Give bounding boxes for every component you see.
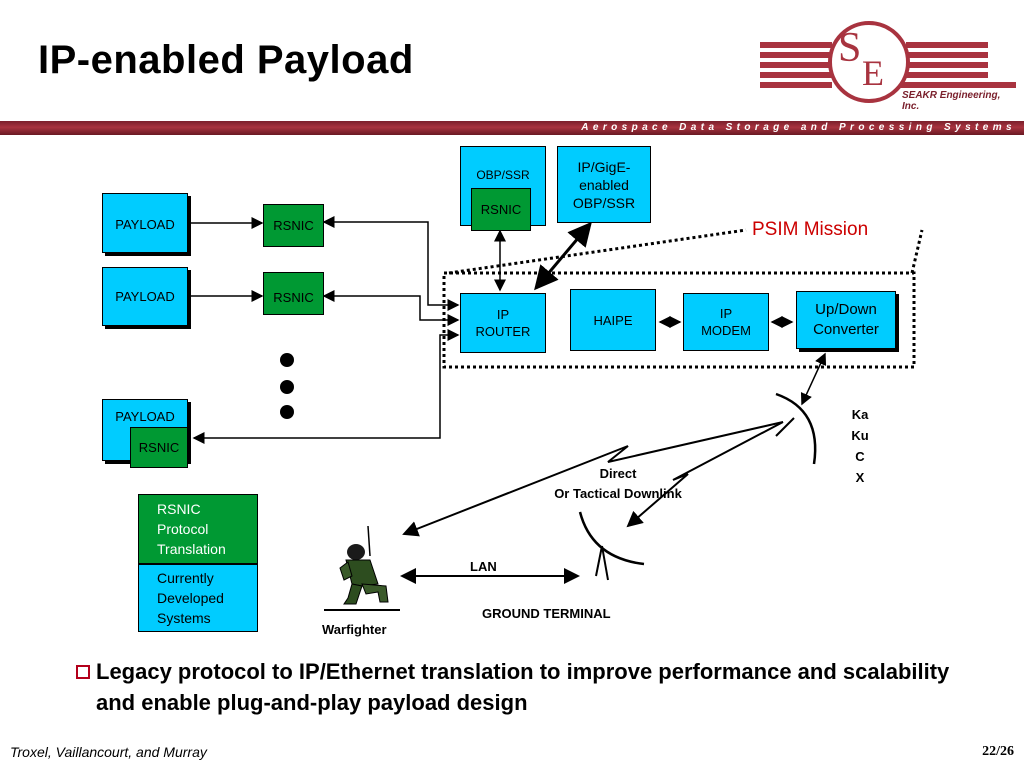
bullet-box-icon <box>76 665 90 679</box>
legend-current-systems: Currently Developed Systems <box>138 564 258 632</box>
rsnic-label: RSNIC <box>273 218 314 233</box>
ip-router-box: IP ROUTER <box>460 293 546 353</box>
payload-label: PAYLOAD <box>115 289 175 304</box>
psim-mission-label: PSIM Mission <box>752 219 869 240</box>
legend-cyan-line-1: Currently <box>157 570 214 586</box>
ip-gige-line-3: OBP/SSR <box>572 194 636 211</box>
footer-authors: Troxel, Vaillancourt, and Murray <box>10 744 207 760</box>
ip-modem-line-2: MODEM <box>701 323 751 338</box>
ground-dish-icon <box>578 511 645 581</box>
soldier-icon <box>324 525 400 611</box>
company-logo: S E SEAKR Engineering, Inc. <box>758 20 1018 112</box>
bullet-text: Legacy protocol to IP/Ethernet translati… <box>96 659 950 715</box>
logo-letter-e: E <box>862 53 884 93</box>
band-x: X <box>855 470 865 485</box>
ip-gige-obp-box: IP/GigE- enabled OBP/SSR <box>557 146 651 223</box>
bullet-point: Legacy protocol to IP/Ethernet translati… <box>76 656 976 718</box>
band-ku: Ku <box>851 428 869 443</box>
ip-router-line-1: IP <box>496 307 510 322</box>
rsnic-label: RSNIC <box>480 202 522 217</box>
payload-box-2: PAYLOAD <box>102 267 188 326</box>
logo-stripes-icon <box>760 21 1016 103</box>
legend-cyan-line-2: Developed <box>157 590 224 606</box>
payload-label: PAYLOAD <box>115 217 175 232</box>
legend-green-line-1: RSNIC <box>157 501 201 517</box>
obp-ssr-label: OBP/SSR <box>476 168 530 182</box>
logo-letter-s: S <box>838 25 862 71</box>
band-list: Ka Ku C X <box>842 404 878 488</box>
rsnic-box-3: RSNIC <box>130 427 188 468</box>
updown-line-1: Up/Down <box>815 301 877 318</box>
band-c: C <box>855 449 865 464</box>
updown-line-2: Converter <box>813 321 879 338</box>
company-name: SEAKR Engineering, Inc. <box>902 90 1001 112</box>
rsnic-box-2: RSNIC <box>263 272 324 315</box>
downlink-line-2: Or Tactical Downlink <box>554 486 682 501</box>
payload-box-1: PAYLOAD <box>102 193 188 253</box>
page-number: 22/26 <box>982 744 1014 759</box>
legend-rsnic-translation: RSNIC Protocol Translation <box>138 494 258 564</box>
band-ka: Ka <box>851 407 869 422</box>
downlink-line-1: Direct <box>599 466 637 481</box>
page-title: IP-enabled Payload <box>38 38 414 82</box>
ground-terminal-label: GROUND TERMINAL <box>482 606 611 621</box>
obp-rsnic-box: RSNIC <box>471 188 531 231</box>
downlink-label: Direct Or Tactical Downlink <box>528 464 708 504</box>
header-band <box>0 121 1024 135</box>
tagline: Aerospace Data Storage and Processing Sy… <box>581 122 1016 133</box>
legend-green-line-2: Protocol <box>157 521 209 537</box>
rsnic-label: RSNIC <box>138 440 180 455</box>
lan-link <box>400 568 580 584</box>
ip-modem-box: IP MODEM <box>683 293 769 351</box>
warfighter-label: Warfighter <box>322 622 387 637</box>
ip-gige-line-1: IP/GigE- <box>577 158 631 175</box>
ip-modem-line-1: IP <box>719 306 733 321</box>
rsnic-box-1: RSNIC <box>263 204 324 247</box>
haipe-label: HAIPE <box>593 312 633 328</box>
satellite-dish-icon <box>775 392 817 465</box>
legend-green-line-3: Translation <box>157 541 226 557</box>
lightning-link-icon <box>402 421 784 537</box>
ip-gige-line-2: enabled <box>579 176 629 193</box>
rsnic-label: RSNIC <box>273 290 314 305</box>
lan-label: LAN <box>470 559 497 574</box>
ip-router-line-2: ROUTER <box>475 324 531 339</box>
updown-converter-box: Up/Down Converter <box>796 291 896 349</box>
legend-cyan-line-3: Systems <box>157 610 211 626</box>
payload-label: PAYLOAD <box>115 409 175 424</box>
haipe-box: HAIPE <box>570 289 656 351</box>
